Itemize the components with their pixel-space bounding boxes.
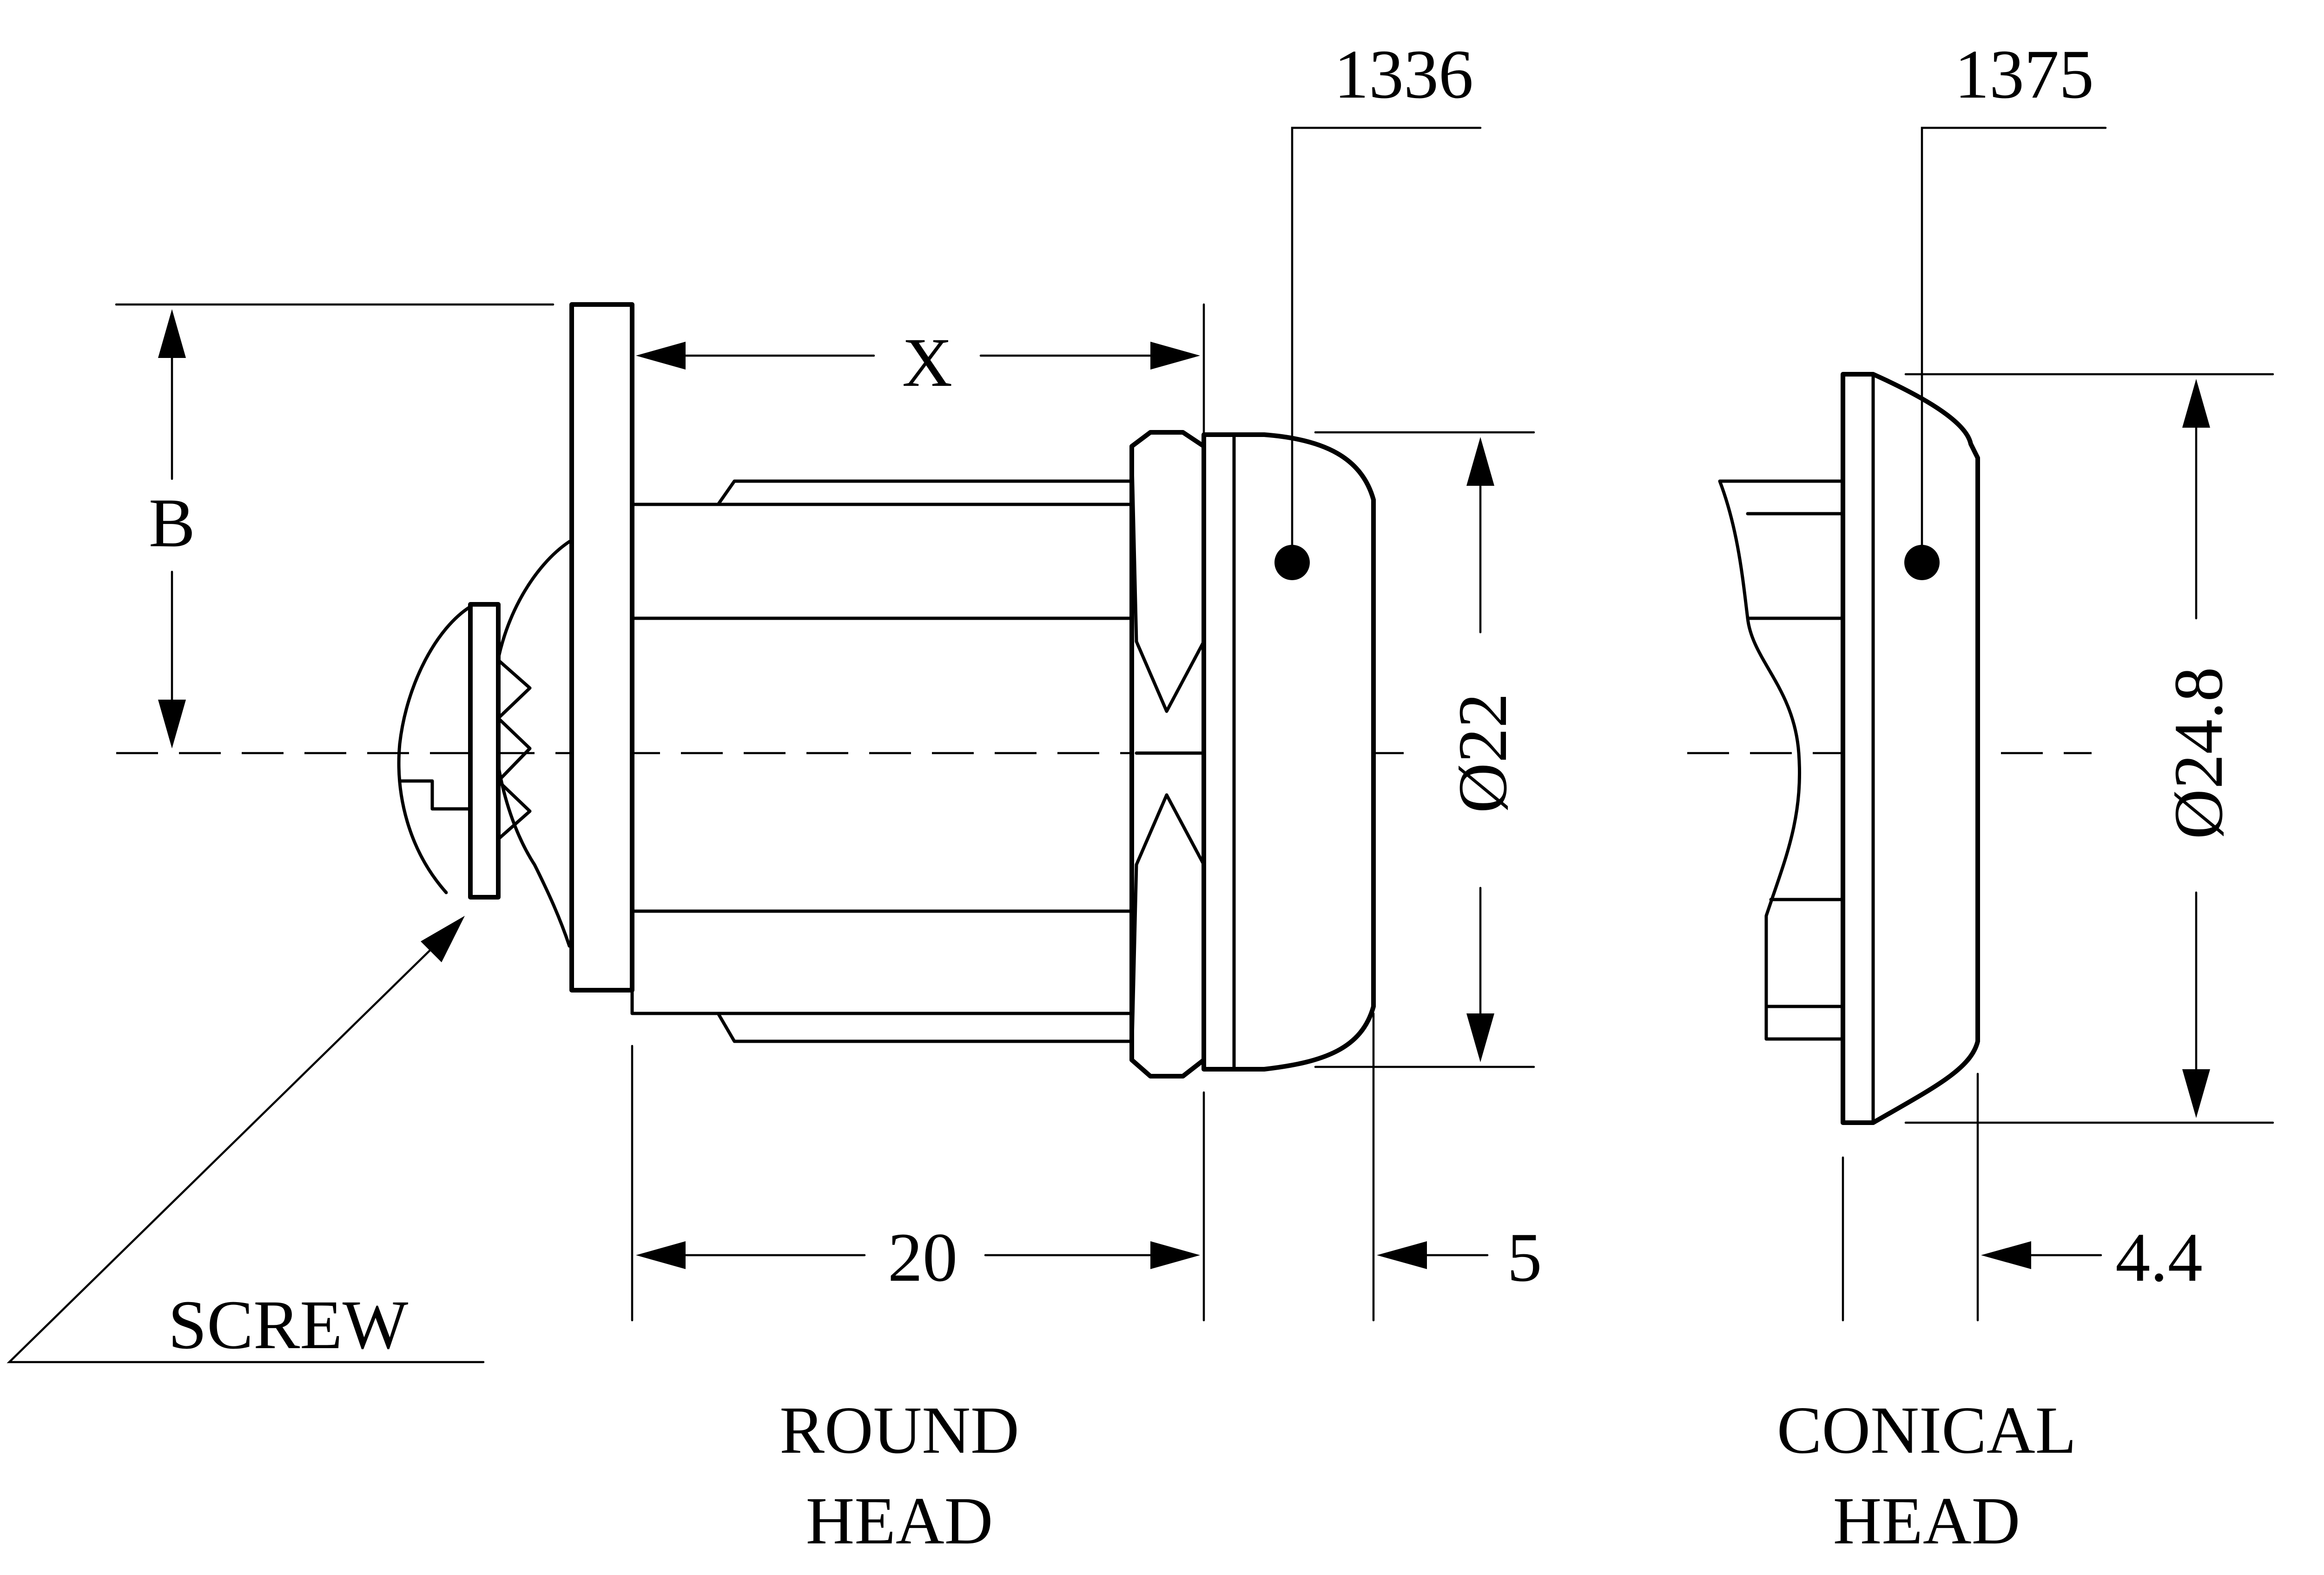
leader-1336: 1336 — [1291, 36, 1482, 564]
hex-nut-facet-bottom — [1130, 793, 1206, 1062]
dimension-dia-22-arrow-up — [1466, 437, 1494, 486]
dimension-4-4: 4.4 — [1842, 1072, 2203, 1322]
dimension-x: X — [636, 303, 1205, 436]
dimension-5-arrow — [1377, 1241, 1427, 1269]
caption-conical-line2: HEAD — [1833, 1484, 2020, 1558]
dimension-dia-24-8-arrow-up — [2182, 379, 2210, 428]
dimension-dia-24-8-label: Ø24.8 — [2160, 667, 2237, 840]
conical-head-cap — [1841, 372, 1980, 1125]
dimension-dia-22-arrow-down — [1466, 1013, 1494, 1062]
leader-1375-line — [1921, 126, 2107, 564]
dimension-b: B — [115, 303, 555, 748]
flange-plate — [569, 302, 634, 993]
dimension-x-arrow-left — [636, 342, 686, 370]
dimension-4-4-label: 4.4 — [2115, 1219, 2203, 1296]
dimension-dia-24-8: Ø24.8 — [1904, 373, 2274, 1124]
dimension-b-arrow-up — [158, 309, 186, 358]
dimension-dia-22: Ø22 — [1314, 431, 1535, 1068]
screw-leader-arrow — [421, 916, 465, 962]
dimension-20-label: 20 — [888, 1219, 957, 1296]
leader-1336-line — [1291, 126, 1482, 564]
dimension-x-arrow-right — [1150, 342, 1200, 370]
dimension-5-label: 5 — [1507, 1219, 1542, 1296]
thread-bottom-edge — [716, 1012, 1134, 1043]
screw-washer — [468, 602, 501, 900]
leader-1375: 1375 — [1921, 36, 2107, 564]
dimension-dia-24-8-arrow-down — [2182, 1069, 2210, 1118]
part-number-1336: 1336 — [1334, 36, 1473, 113]
screw-label: SCREW — [168, 1286, 409, 1363]
dimension-20-arrow-left — [636, 1241, 686, 1269]
screw-dome — [492, 540, 571, 948]
screw-teeth — [496, 658, 532, 841]
round-head-assembly — [397, 302, 1376, 1079]
caption-round-line1: ROUND — [779, 1393, 1019, 1468]
thread-top-edge — [716, 479, 1134, 506]
part-number-1375: 1375 — [1954, 36, 2094, 113]
dimension-x-label: X — [902, 324, 952, 401]
dimension-b-label: B — [149, 484, 195, 562]
caption-round-line2: HEAD — [806, 1484, 993, 1558]
dimension-b-arrow-down — [158, 700, 186, 748]
screw-slot — [398, 779, 472, 811]
dimension-dia-22-label: Ø22 — [1444, 693, 1521, 813]
round-head-cap — [1202, 432, 1376, 1072]
dimension-4-4-arrow — [1981, 1241, 2031, 1269]
screw-leader-line — [7, 933, 485, 1363]
dimension-20: 20 — [631, 1045, 1205, 1322]
screw-callout: SCREW — [7, 916, 485, 1363]
screw-head — [397, 605, 472, 894]
dimension-5: 5 — [1372, 1012, 1542, 1322]
conical-body-break — [1718, 479, 1845, 1041]
dimension-20-arrow-right — [1150, 1241, 1200, 1269]
caption-conical-line1: CONICAL — [1777, 1393, 2076, 1468]
hex-nut-facet-top — [1130, 444, 1206, 713]
cylinder-body — [630, 503, 1134, 1015]
conical-head-assembly — [1718, 372, 1980, 1125]
